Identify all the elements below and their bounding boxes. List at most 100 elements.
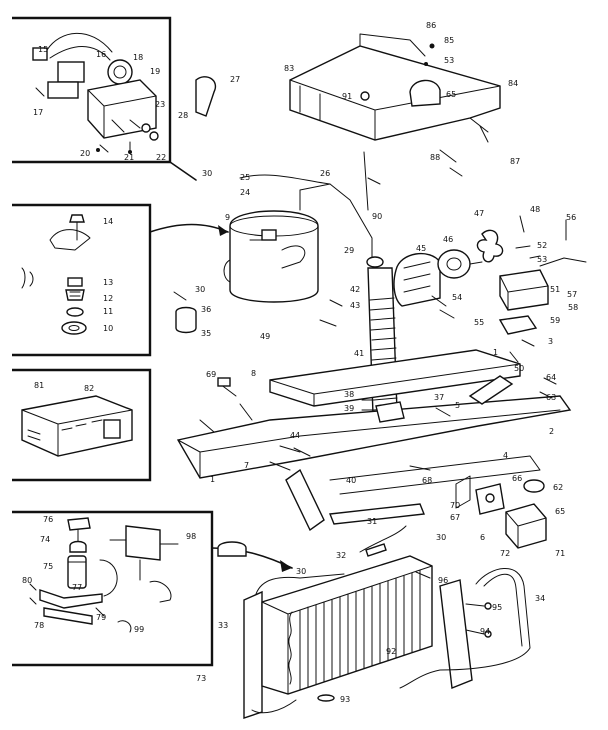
callout-41: 41: [354, 349, 364, 358]
refrigerant-tubing: [359, 525, 531, 689]
callout-53: 53: [444, 56, 454, 65]
callout-56: 56: [566, 213, 576, 222]
inset-leader-top: [169, 161, 197, 181]
callout-93: 93: [340, 695, 350, 704]
callout-80: 80: [22, 576, 32, 585]
callout-7: 7: [244, 461, 249, 470]
inset-frame-control-board: [12, 368, 152, 482]
callout-10: 10: [103, 324, 113, 333]
callout-30c: 30: [436, 533, 446, 542]
callout-57: 57: [567, 290, 577, 299]
callout-1b: 1: [210, 475, 215, 484]
callout-98: 98: [186, 532, 196, 541]
callout-12: 12: [103, 294, 113, 303]
callout-31: 31: [367, 517, 377, 526]
inset-leader-fittings: [149, 223, 229, 233]
inset-fittings-stack: [21, 214, 91, 335]
callout-92: 92: [386, 647, 396, 656]
callout-55: 55: [474, 318, 484, 327]
callout-54: 54: [452, 293, 462, 302]
callout-44: 44: [290, 431, 300, 440]
callout-71: 71: [555, 549, 565, 558]
callout-62: 62: [553, 483, 563, 492]
inset-capacitor-assembly: [32, 32, 159, 154]
callout-13: 13: [103, 278, 113, 287]
callout-22: 22: [156, 153, 166, 162]
callout-88: 88: [430, 153, 440, 162]
callout-66: 66: [512, 474, 522, 483]
callout-36: 36: [201, 305, 211, 314]
callout-37: 37: [434, 393, 444, 402]
callout-78: 78: [34, 621, 44, 630]
callout-9: 9: [225, 213, 230, 222]
callout-34: 34: [535, 594, 545, 603]
callout-30b: 30: [195, 285, 205, 294]
callout-15: 15: [38, 45, 48, 54]
callout-19: 19: [150, 67, 160, 76]
callout-17: 17: [33, 108, 43, 117]
callout-72: 72: [500, 549, 510, 558]
callout-73: 73: [196, 674, 206, 683]
inset-frames: [12, 16, 214, 667]
callout-95: 95: [492, 603, 502, 612]
callout-24: 24: [240, 188, 250, 197]
callout-43: 43: [350, 301, 360, 310]
callout-82: 82: [84, 384, 94, 393]
callout-25: 25: [240, 173, 250, 182]
callout-64: 64: [546, 373, 556, 382]
evaporator-housing: [289, 33, 501, 177]
callout-86: 86: [426, 21, 436, 30]
inset-control-board: [21, 395, 133, 457]
base-frame: [176, 349, 572, 532]
callout-70: 70: [450, 501, 460, 510]
callout-74: 74: [40, 535, 50, 544]
callout-79: 79: [96, 613, 106, 622]
callout-23: 23: [155, 100, 165, 109]
callout-21: 21: [124, 153, 134, 162]
callout-47: 47: [474, 209, 484, 218]
callout-51: 51: [550, 285, 560, 294]
callout-52: 52: [537, 241, 547, 250]
callout-48: 48: [530, 205, 540, 214]
condenser-coil: [243, 555, 433, 719]
callout-6: 6: [480, 533, 485, 542]
callout-33: 33: [218, 621, 228, 630]
callout-28: 28: [178, 111, 188, 120]
callout-29: 29: [344, 246, 354, 255]
small-hardware: [173, 76, 567, 557]
callout-46: 46: [443, 235, 453, 244]
callout-96: 96: [438, 576, 448, 585]
callout-69: 69: [206, 370, 216, 379]
callout-63: 63: [546, 393, 556, 402]
callout-42: 42: [350, 285, 360, 294]
inset-frame-condensate-pump: [12, 203, 152, 357]
callout-59: 59: [550, 316, 560, 325]
callout-87: 87: [510, 157, 520, 166]
callout-83: 83: [284, 64, 294, 73]
callout-2: 2: [549, 427, 554, 436]
callout-91: 91: [342, 92, 352, 101]
compressor: [223, 174, 373, 303]
callout-20: 20: [80, 149, 90, 158]
blower-assembly: [366, 229, 504, 307]
callout-45: 45: [416, 244, 426, 253]
callout-65b: 65: [555, 507, 565, 516]
callout-30d: 30: [296, 567, 306, 576]
callout-35: 35: [201, 329, 211, 338]
callout-40: 40: [346, 476, 356, 485]
callout-53b: 53: [537, 255, 547, 264]
callout-labels: 15 16 18 19 17 23 20 21 22 27 28 14 13 1…: [22, 21, 578, 704]
callout-65: 65: [446, 90, 456, 99]
callout-1: 1: [493, 348, 498, 357]
callout-84: 84: [508, 79, 518, 88]
callout-11: 11: [103, 307, 113, 316]
inset-frame-valve: [12, 510, 214, 667]
callout-18: 18: [133, 53, 143, 62]
callout-39: 39: [344, 404, 354, 413]
callout-3: 3: [548, 337, 553, 346]
callout-68: 68: [422, 476, 432, 485]
callout-14: 14: [103, 217, 113, 226]
callout-49: 49: [260, 332, 270, 341]
callout-58: 58: [568, 303, 578, 312]
